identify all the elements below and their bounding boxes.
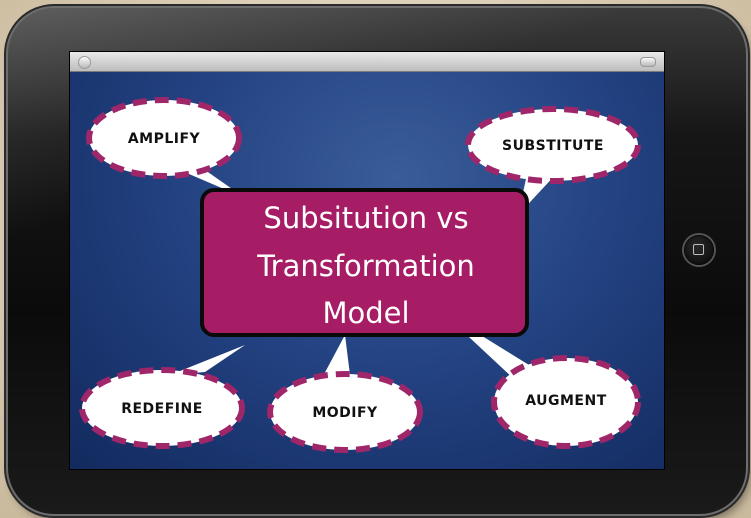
bubble-amplify: AMPLIFY xyxy=(86,97,242,179)
redefine-tail xyxy=(170,345,245,375)
home-button-icon xyxy=(693,244,704,255)
title-bar-left-control-icon[interactable] xyxy=(78,56,91,69)
bubble-augment: AUGMENT xyxy=(491,355,641,449)
central-title-line-3: Model xyxy=(322,296,409,330)
bubble-substitute-label: SUBSTITUTE xyxy=(502,138,604,154)
bubble-substitute: SUBSTITUTE xyxy=(465,106,641,184)
modify-tail xyxy=(322,335,350,378)
central-title-line-1: Subsitution vs xyxy=(263,201,468,235)
bubble-redefine: REDEFINE xyxy=(79,367,245,449)
home-button[interactable] xyxy=(684,235,714,265)
bubble-amplify-label: AMPLIFY xyxy=(128,131,201,147)
bubble-modify: MODIFY xyxy=(267,371,423,453)
bubble-augment-label: AUGMENT xyxy=(525,393,607,409)
screen-title-bar xyxy=(70,52,664,72)
central-box-shape xyxy=(200,188,529,337)
bubble-redefine-label: REDEFINE xyxy=(121,401,203,417)
title-bar-right-control-icon[interactable] xyxy=(640,57,656,67)
central-box: Subsitution vs Transformation Model xyxy=(200,188,529,337)
bubble-modify-label: MODIFY xyxy=(312,405,378,421)
central-title-line-2: Transformation xyxy=(256,249,475,283)
